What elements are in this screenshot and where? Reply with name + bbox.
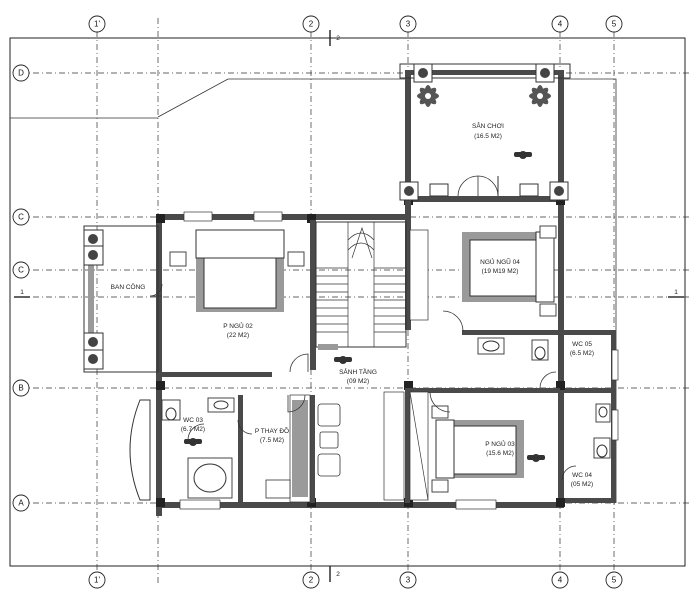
windows: [179, 211, 619, 510]
room-name-wc-03: WC 03: [183, 417, 203, 424]
wc-04-05-fixtures: [477, 337, 611, 459]
grid-label: C: [18, 213, 24, 222]
grid-bubble-bottom-4: 4: [551, 571, 569, 589]
grid-label: 2: [309, 576, 314, 585]
play-terrace: [399, 63, 571, 201]
room-name-p-ngu-02: P NGỦ 02: [223, 321, 253, 330]
room-area-wc-03: (6.7 M2): [181, 426, 205, 433]
grid-bubble-left-a: A: [12, 494, 30, 512]
grid-label: 5: [612, 576, 617, 585]
grid-bubble-left-b: B: [12, 379, 30, 397]
drawing-border: [9, 37, 686, 567]
grid-bubble-top-1: 1': [88, 15, 106, 33]
grid-label: 1': [94, 576, 100, 585]
grid-label: B: [18, 384, 23, 393]
grid-label: C: [18, 266, 24, 275]
lobby-furniture: [265, 403, 341, 499]
section-mark-bottom: 2: [329, 566, 340, 582]
grid-label: A: [18, 499, 24, 508]
room-name-san-choi: SÂN CHƠI: [472, 121, 504, 130]
grid-label: 2: [309, 20, 314, 29]
staircase: [315, 221, 407, 350]
section-mark-top: 2: [329, 30, 340, 46]
room-name-p-thay-do: P THAY ĐỒ: [255, 425, 289, 435]
grid-label: 4: [558, 576, 563, 585]
room-area-san-choi: (16.5 M2): [474, 133, 502, 140]
wardrobes: [289, 229, 429, 503]
grid-label: 3: [406, 20, 411, 29]
grid-bubble-top-3: 3: [399, 15, 417, 33]
grid-label: 4: [558, 20, 563, 29]
balcony-railing: [83, 225, 159, 373]
figure-icons: [184, 151, 545, 462]
room-name-p-ngu-04: NGỦ NGŨ 04: [480, 257, 520, 266]
room-area-wc-05: (6.5 M2): [570, 350, 594, 357]
wc-03-fixtures: [129, 397, 235, 501]
room-area-p-ngu-04: (19 M19 M2): [482, 268, 519, 275]
bed-p-ngu-02: [169, 229, 305, 312]
room-area-sanh-tang: (09 M2): [347, 378, 369, 385]
grid-bubble-bottom-2: 2: [302, 571, 320, 589]
room-area-p-thay-do: (7.5 M2): [260, 437, 284, 444]
room-area-p-ngu-03: (15.6 M2): [486, 450, 514, 457]
grid-bubble-top-2: 2: [302, 15, 320, 33]
room-labels: SÂN CHƠI (16.5 M2) BAN CÔNG P NGỦ 02 (22…: [111, 121, 594, 488]
side-mark-left: 1: [14, 289, 30, 298]
grid-label: D: [18, 69, 24, 78]
room-name-ban-cong: BAN CÔNG: [111, 282, 146, 291]
grid-bubble-top-4: 4: [551, 15, 569, 33]
section-mark-label: 2: [336, 35, 340, 42]
grid-label: 3: [406, 576, 411, 585]
grid-bubble-bottom-3: 3: [399, 571, 417, 589]
room-area-p-ngu-02: (22 M2): [227, 332, 249, 339]
room-name-p-ngu-03: P NGỦ 03: [485, 439, 515, 448]
grid-bubble-left-c1: C: [12, 208, 30, 226]
room-name-wc-05: WC 05: [572, 341, 592, 348]
room-name-wc-04: WC 04: [572, 472, 592, 479]
grid-bubble-left-d: D: [12, 64, 30, 82]
plant-decoration: [417, 85, 551, 107]
grid-bubble-top-5: 5: [605, 15, 623, 33]
side-mark-label: 1: [20, 289, 24, 296]
room-area-wc-04: (05 M2): [571, 481, 593, 488]
room-name-sanh-tang: SẢNH TẦNG: [339, 366, 377, 376]
grid-bubble-bottom-5: 5: [605, 571, 623, 589]
section-mark-label: 2: [336, 571, 340, 578]
grid-label: 5: [612, 20, 617, 29]
interior-walls: [162, 200, 560, 503]
grid-bubble-bottom-1: 1': [88, 571, 106, 589]
bed-p-ngu-03: [431, 405, 524, 493]
doors: [149, 283, 577, 481]
side-mark-right: 1: [668, 289, 684, 298]
grid-bubble-left-c2: C: [12, 261, 30, 279]
bed-p-ngu-04: [462, 225, 557, 317]
side-mark-label: 1: [674, 289, 678, 296]
grid-label: 1': [94, 20, 100, 29]
